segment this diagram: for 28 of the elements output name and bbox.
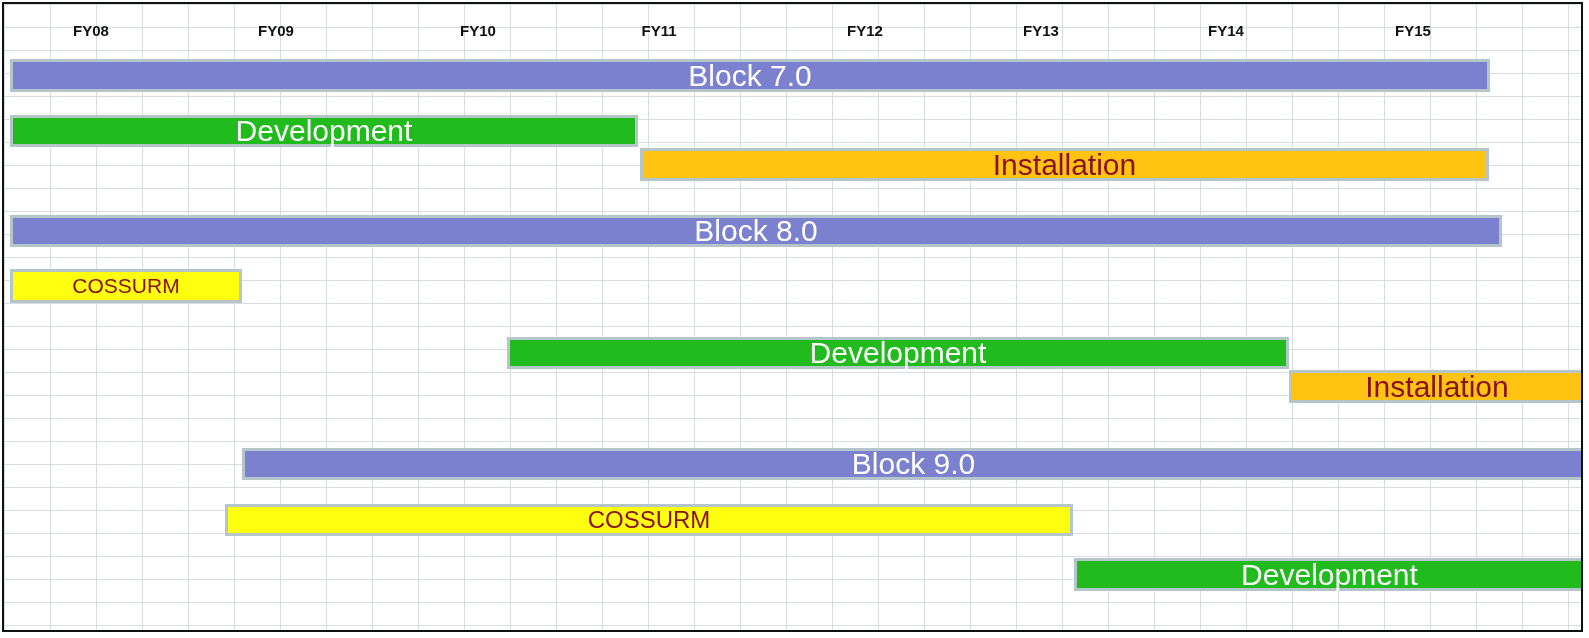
bar-label: Development bbox=[1241, 557, 1418, 592]
block-bar bbox=[242, 448, 1581, 480]
fiscal-year-label: FY13 bbox=[1023, 22, 1059, 39]
bar-label: Development bbox=[809, 336, 987, 370]
installation-bar bbox=[1289, 370, 1581, 403]
bar-label: Block 9.0 bbox=[851, 447, 976, 481]
bar-label: Block 8.0 bbox=[694, 214, 818, 248]
development-bar bbox=[1074, 558, 1581, 591]
fiscal-year-label: FY10 bbox=[460, 22, 496, 39]
development-bar bbox=[507, 337, 1289, 369]
cossurm-bar bbox=[10, 269, 242, 303]
cossurm-bar bbox=[225, 504, 1073, 536]
bar-label: Installation bbox=[992, 147, 1137, 182]
bar-label: Installation bbox=[1365, 369, 1509, 404]
installation-bar bbox=[640, 148, 1489, 181]
fiscal-year-label: FY14 bbox=[1208, 22, 1244, 39]
block-bar bbox=[10, 215, 1502, 247]
bar-label: Development bbox=[235, 114, 413, 148]
fiscal-year-label: FY15 bbox=[1395, 22, 1431, 39]
bar-label: COSSURM bbox=[72, 274, 180, 298]
bar-label: Block 7.0 bbox=[688, 58, 812, 93]
fiscal-year-label: FY09 bbox=[258, 22, 294, 39]
development-bar bbox=[10, 115, 638, 147]
fiscal-year-label: FY11 bbox=[641, 22, 677, 39]
fiscal-year-label: FY12 bbox=[847, 22, 883, 39]
bar-label: COSSURM bbox=[587, 506, 711, 534]
fiscal-year-label: FY08 bbox=[73, 22, 109, 39]
block-bar bbox=[10, 59, 1490, 92]
